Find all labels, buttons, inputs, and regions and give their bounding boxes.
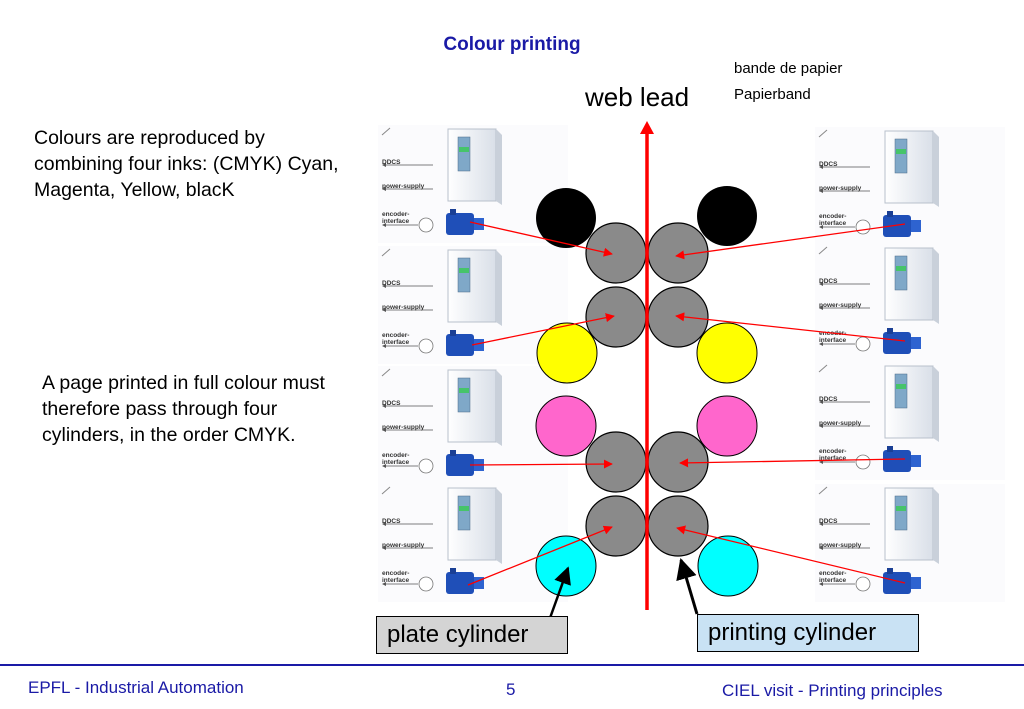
french-web-label: bande de papier	[734, 60, 843, 77]
yellow-plate-cylinder-right	[696, 322, 758, 384]
ddcs-label: DDCS	[819, 278, 838, 285]
motor-arrow-right-1	[675, 223, 906, 260]
encoder-interface-label: encoder-interface	[382, 570, 410, 584]
black-plate-cylinder-right	[697, 186, 757, 246]
motor-arrow-left-2	[471, 313, 615, 346]
printing-cylinder-label: printing cylinder	[697, 614, 919, 652]
plate-cylinder-pointer	[548, 566, 571, 619]
drive-unit-right-4: DDCS power-supply encoder-interface	[815, 484, 1005, 602]
german-web-label: Papierband	[734, 86, 811, 103]
encoder-interface-label: encoder-interface	[819, 448, 847, 462]
motor-arrow-left-4	[467, 525, 613, 586]
power-supply-label: power-supply	[382, 304, 425, 311]
power-supply-label: power-supply	[382, 424, 425, 431]
ddcs-label: DDCS	[819, 161, 838, 168]
drive-unit-right-2: DDCS power-supply encoder-interface	[815, 244, 1005, 362]
ddcs-label: DDCS	[382, 159, 401, 166]
power-supply-label: power-supply	[819, 420, 862, 427]
plate-cylinder-label: plate cylinder	[376, 616, 568, 654]
drive-unit-right-3: DDCS power-supply encoder-interface	[815, 362, 1005, 480]
drive-unit-left-1: DDCS power-supply encoder-interface	[378, 125, 568, 243]
motor-arrow-right-3	[679, 458, 906, 468]
encoder-interface-label: encoder-interface	[382, 332, 410, 346]
footer-right: CIEL visit - Printing principles	[722, 681, 943, 700]
ddcs-label: DDCS	[382, 280, 401, 287]
full-colour-description: A page printed in full colour must there…	[42, 372, 325, 446]
ddcs-label: DDCS	[819, 518, 838, 525]
printing-cylinder-r3	[647, 431, 709, 493]
encoder-interface-label: encoder-interface	[382, 452, 410, 466]
power-supply-label: power-supply	[819, 185, 862, 192]
power-supply-label: power-supply	[819, 542, 862, 549]
printing-cylinder-r2	[647, 286, 709, 348]
yellow-plate-cylinder-left	[536, 322, 598, 384]
printing-cylinder-r4	[647, 495, 709, 557]
power-supply-label: power-supply	[382, 542, 425, 549]
printing-cylinder-pointer	[676, 557, 699, 615]
slide-title: Colour printing	[443, 34, 581, 55]
magenta-plate-cylinder-left	[535, 395, 597, 457]
ddcs-label: DDCS	[382, 400, 401, 407]
motor-arrow-right-4	[676, 525, 906, 584]
web-lead-label: web lead	[585, 82, 690, 112]
encoder-interface-label: encoder-interface	[819, 213, 847, 227]
motor-arrow-left-1	[469, 221, 613, 257]
printing-cylinder-l4	[585, 495, 647, 557]
motor-arrow-right-2	[675, 312, 906, 342]
power-supply-label: power-supply	[382, 183, 425, 190]
motor-arrow-left-3	[469, 459, 613, 469]
drive-unit-right-1: DDCS power-supply encoder-interface	[815, 127, 1005, 245]
power-supply-label: power-supply	[819, 302, 862, 309]
printing-cylinder-l2	[585, 286, 647, 348]
encoder-interface-label: encoder-interface	[819, 570, 847, 584]
ddcs-label: DDCS	[382, 518, 401, 525]
footer-divider	[0, 664, 1024, 666]
black-plate-cylinder-left	[536, 188, 596, 248]
printing-cylinder-l1	[585, 222, 647, 284]
page-number: 5	[506, 680, 516, 699]
printing-cylinder-l3	[585, 431, 647, 493]
cyan-plate-cylinder-right	[697, 535, 759, 597]
footer-left: EPFL - Industrial Automation	[28, 678, 244, 697]
web-direction-arrowhead	[640, 121, 654, 134]
encoder-interface-label: encoder-interface	[382, 211, 410, 225]
ddcs-label: DDCS	[819, 396, 838, 403]
magenta-plate-cylinder-right	[696, 395, 758, 457]
cmyk-description: Colours are reproduced by combining four…	[34, 127, 339, 201]
